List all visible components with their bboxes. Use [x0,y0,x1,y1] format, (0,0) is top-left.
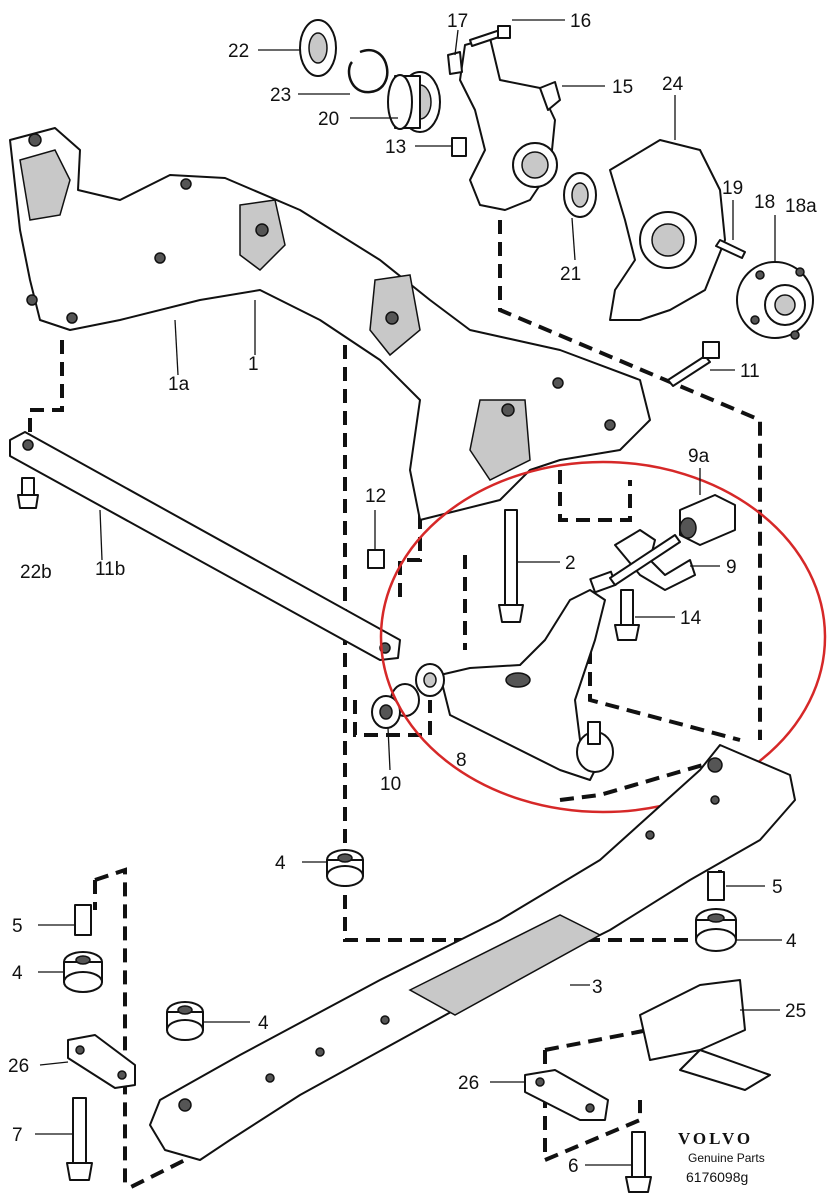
control-arm-shaft [609,534,681,586]
rubber-mount-right [695,908,737,952]
plate-right-26 [524,1069,609,1121]
callout-19: 19 [722,178,743,199]
callout-5-left: 5 [12,916,23,937]
callout-18a: 18a [785,196,817,217]
callout-5-right: 5 [772,877,783,898]
bolt-14 [614,589,640,641]
plate-left-26 [67,1034,136,1089]
callout-labels: 22 23 20 13 17 16 15 24 19 18 18a 21 1 1… [8,11,817,1177]
bushing-9a [679,494,736,546]
callout-7: 7 [12,1125,23,1146]
callout-8: 8 [456,750,467,771]
spacer-right [707,871,725,901]
callout-4-right: 4 [786,931,797,952]
bracket-9 [614,529,696,591]
stabilizer-bar [9,431,401,661]
bolt-17 [447,51,463,75]
spacer-left [74,904,92,936]
highlight-circle [379,460,827,814]
brake-splash-guard [609,139,726,321]
wheel-hub [736,261,814,340]
callout-21: 21 [560,264,581,285]
callout-24: 24 [662,74,684,95]
callout-12: 12 [365,486,386,507]
callout-23: 23 [270,85,291,106]
callout-3: 3 [592,977,603,998]
control-arm [439,570,617,781]
circlip-23 [347,48,389,94]
callout-1a: 1a [168,374,190,395]
nut-13 [451,137,467,157]
steering-knuckle [459,37,561,211]
callout-11b: 11b [95,559,125,580]
bushing-10 [371,683,420,729]
bolt-22b [17,477,39,509]
callout-15: 15 [612,77,633,98]
callout-22b: 22b [20,562,52,583]
bracket-25 [639,979,771,1091]
callout-14: 14 [680,608,702,629]
callout-9: 9 [726,557,737,578]
callout-4-left: 4 [12,963,23,984]
callout-9a: 9a [688,446,710,467]
callout-16: 16 [570,11,591,32]
callout-11: 11 [740,361,760,382]
leader-lines [35,19,782,1166]
bolt-11 [667,341,720,387]
bolt-7 [66,1097,93,1181]
genuine-parts-label: Genuine Parts [688,1151,765,1165]
bushing-rear-8 [415,663,445,697]
nut-12 [367,549,385,569]
callout-2: 2 [565,553,576,574]
volvo-logo-text: VOLVO [678,1129,753,1148]
callout-4-mid: 4 [258,1013,269,1034]
callout-25: 25 [785,1001,806,1022]
wheel-bearing [387,71,441,133]
callout-17: 17 [447,11,468,32]
rubber-mount-top [326,849,364,887]
wheel-stud-19 [715,239,746,259]
front-subframe [9,127,651,521]
rubber-mount-left [63,951,103,993]
bolt-6 [625,1131,652,1193]
callout-13: 13 [385,137,406,158]
part-number-label: 6176098g [686,1169,748,1185]
callout-22: 22 [228,41,249,62]
callout-1: 1 [248,354,259,375]
rear-crossmember [149,744,796,1161]
callout-26-left: 26 [8,1056,29,1077]
callout-6: 6 [568,1156,579,1177]
rubber-mount-mid [166,1001,204,1041]
bolt-2 [498,509,524,623]
seal-22 [299,19,337,77]
seal-21 [563,172,597,218]
volvo-branding: VOLVO Genuine Parts 6176098g [678,1129,765,1185]
callout-26-right: 26 [458,1073,479,1094]
callout-20: 20 [318,109,339,130]
callout-4-top: 4 [275,853,286,874]
bolt-16 [469,25,511,47]
callout-18: 18 [754,192,775,213]
callout-10: 10 [380,774,401,795]
